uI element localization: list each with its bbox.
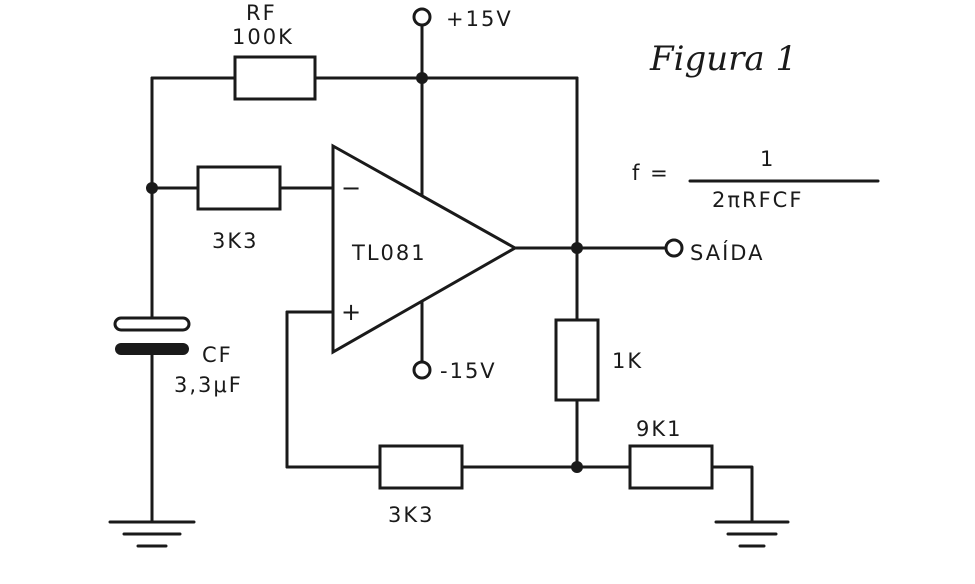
junction-dot <box>416 72 428 84</box>
vminus-label: -15V <box>440 359 497 383</box>
vplus-label: +15V <box>446 7 513 31</box>
capacitor-cf <box>113 316 191 355</box>
r-9k1-label: 9K1 <box>636 417 683 441</box>
frequency-formula: f = 1 2πRFCF <box>632 147 880 212</box>
opamp-model-label: TL081 <box>351 241 427 265</box>
junction-dot <box>146 182 158 194</box>
cf-value-label: 3,3μF <box>174 373 243 397</box>
formula-numerator: 1 <box>760 147 775 171</box>
ground-symbol-left <box>108 520 196 548</box>
resistor-3k3-inverting <box>196 165 282 211</box>
r-bottom-label: 3K3 <box>388 503 435 527</box>
output-terminal <box>664 238 684 258</box>
resistor-3k3-bottom <box>378 444 464 490</box>
cf-name-label: CF <box>202 343 233 367</box>
resistor-1k <box>554 318 600 402</box>
opamp-noninverting-sign: + <box>341 298 361 326</box>
junction-dot <box>571 242 583 254</box>
junctions <box>146 72 583 473</box>
formula-lhs: f = <box>632 161 670 185</box>
ground-symbol-right <box>714 520 790 548</box>
formula-denominator: 2πRFCF <box>712 188 803 212</box>
r-1k-label: 1K <box>612 349 643 373</box>
junction-dot <box>571 461 583 473</box>
resistor-rf <box>233 55 317 101</box>
capacitor-plate-top <box>113 316 191 332</box>
wire-9k1-ground <box>710 465 754 524</box>
opamp-triangle <box>331 143 519 355</box>
capacitor-plate-bottom <box>115 343 189 355</box>
wires <box>150 23 754 524</box>
r-inv-label: 3K3 <box>212 229 259 253</box>
rf-value-label: 100K <box>232 25 294 49</box>
vplus-terminal <box>412 7 432 27</box>
vminus-terminal <box>412 360 432 380</box>
output-label: SAÍDA <box>690 240 764 265</box>
figure-title: Figura 1 <box>649 39 797 79</box>
rf-name-label: RF <box>246 1 277 25</box>
opamp-inverting-sign: − <box>341 174 361 202</box>
resistor-9k1 <box>628 444 714 490</box>
